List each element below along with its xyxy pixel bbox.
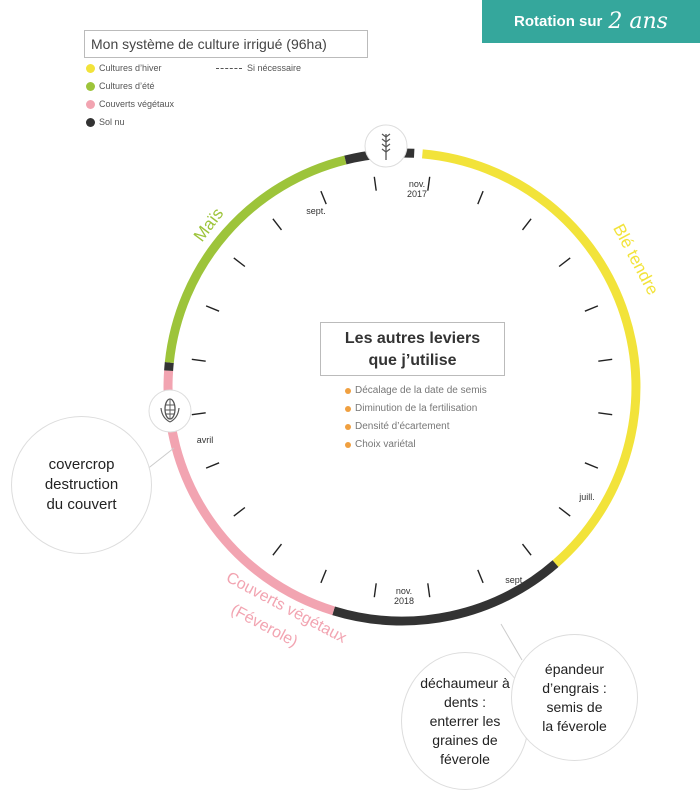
month-tick [427, 176, 431, 191]
month-tick [598, 412, 613, 416]
month-tick [584, 305, 599, 312]
month-tick [233, 257, 246, 268]
month-tick [427, 583, 431, 598]
month-label-sept-2: sept. [505, 575, 525, 585]
epandeur-text: épandeur d’engrais : semis de la féverol… [542, 660, 607, 734]
wheat-icon [364, 124, 408, 168]
levers-list: Décalage de la date de semis Diminution … [345, 384, 487, 456]
month-tick [191, 358, 206, 362]
month-tick [373, 176, 377, 191]
banner-prefix: Rotation sur [514, 13, 603, 30]
ring-segment-couverts [163, 370, 335, 616]
lever-item: Choix variétal [345, 438, 487, 456]
month-tick [191, 412, 206, 416]
legend-swatch-summer [86, 82, 95, 91]
levers-title-box: Les autres leviers que j’utilise [320, 322, 505, 376]
legend-label-dashed: Si nécessaire [247, 63, 302, 73]
ring-segment-sol-nu-1 [332, 560, 559, 626]
month-tick [205, 305, 220, 312]
epandeur-bubble: épandeur d’engrais : semis de la féverol… [511, 634, 638, 761]
ring-segment-sol-nu-2 [164, 362, 174, 372]
levers-title-line2: que j’utilise [368, 352, 457, 369]
legend-swatch-cover [86, 100, 95, 109]
month-tick [477, 190, 484, 205]
legend-label-winter: Cultures d’hiver [99, 63, 162, 73]
month-label-nov-2018: nov. [396, 586, 412, 596]
corn-icon [148, 389, 192, 433]
month-tick [320, 569, 327, 584]
month-tick [477, 569, 484, 584]
covercrop-bubble: covercrop destruction du couvert [11, 416, 152, 554]
legend-label-cover: Couverts végétaux [99, 99, 175, 109]
covercrop-connector [145, 447, 175, 471]
month-tick [272, 543, 283, 556]
ring-segment-ble [422, 149, 641, 567]
month-tick [205, 462, 220, 469]
lever-item: Diminution de la fertilisation [345, 402, 487, 420]
month-label-juill: juill. [578, 492, 595, 502]
lever-item: Densité d’écartement [345, 420, 487, 438]
month-tick [558, 257, 571, 268]
legend-dash-line [216, 68, 242, 69]
rotation-banner: Rotation sur 2 ans [482, 0, 700, 43]
month-tick [521, 218, 532, 231]
month-label-sept-1: sept. [306, 206, 326, 216]
page-title: Mon système de culture irrigué (96ha) [84, 30, 368, 58]
dechaumeur-text: déchaumeur à dents : enterrer les graine… [420, 674, 510, 767]
lever-item: Décalage de la date de semis [345, 384, 487, 402]
year-label-2017: 2017 [407, 189, 427, 199]
legend-label-summer: Cultures d’été [99, 81, 155, 91]
month-ticks [191, 176, 613, 598]
year-label-2018: 2018 [394, 596, 414, 606]
month-tick [320, 190, 327, 205]
month-tick [272, 218, 283, 231]
legend-label-bare: Sol nu [99, 117, 125, 127]
month-tick [233, 506, 246, 517]
month-tick [521, 543, 532, 556]
month-tick [373, 583, 377, 598]
covercrop-text: covercrop destruction du couvert [44, 456, 119, 513]
levers-title-line1: Les autres leviers [344, 330, 481, 347]
epandeur-connector [500, 623, 523, 661]
month-tick [584, 462, 599, 469]
month-tick [558, 506, 571, 517]
month-tick [598, 358, 613, 362]
dechaumeur-bubble: déchaumeur à dents : enterrer les graine… [401, 652, 529, 790]
ring-segment-mais [164, 155, 347, 363]
month-label-avril: avril [197, 435, 214, 445]
legend-swatch-bare [86, 118, 95, 127]
banner-duration: 2 ans [608, 9, 668, 34]
legend-swatch-winter [86, 64, 95, 73]
month-label-nov-2017: nov. [409, 179, 425, 189]
